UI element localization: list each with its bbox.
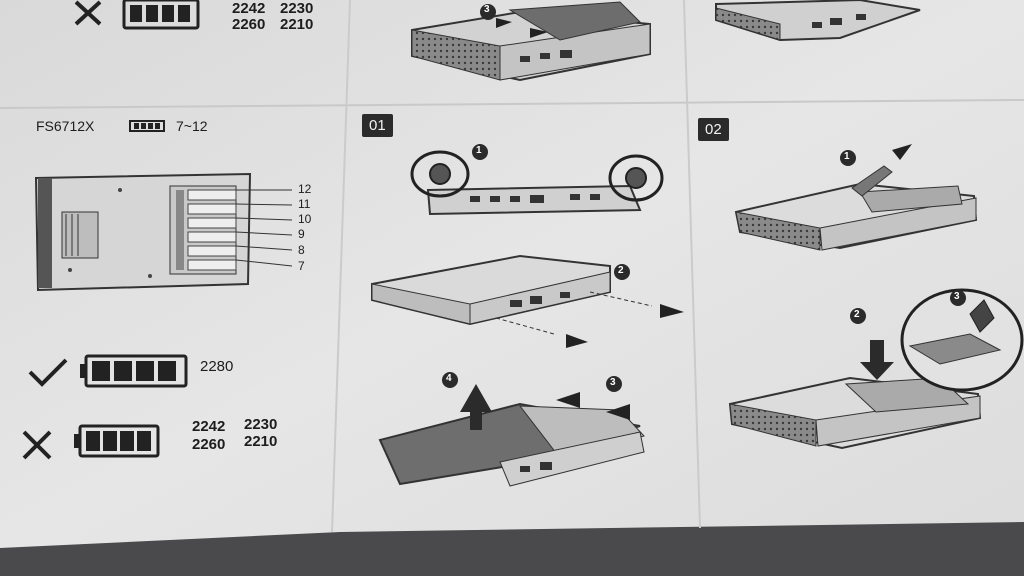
incompatible-mark-top	[74, 0, 102, 26]
top-incompatible-size: 2242	[232, 0, 266, 17]
nas-device-step01-a	[410, 144, 664, 216]
step-label-02: 02	[698, 118, 729, 141]
top-incompatible-size: 2260	[232, 16, 266, 33]
nas-device-step01-c	[378, 372, 645, 487]
bay-range: 7~12	[176, 118, 208, 134]
fold-line	[0, 99, 1024, 109]
incompatible-size: 2230	[244, 416, 278, 433]
compatible-check-icon	[28, 358, 68, 387]
ssd-icon-incompatible	[74, 424, 160, 458]
nas-device-step02-a	[734, 144, 978, 251]
slot-number: 7	[298, 259, 305, 273]
incompatible-mark	[22, 430, 52, 460]
slot-number: 9	[298, 227, 305, 241]
slot-number: 12	[298, 182, 312, 196]
callout-number: 3	[954, 291, 960, 302]
motherboard-diagram	[34, 172, 293, 292]
model-label: FS6712X	[36, 118, 95, 134]
top-incompatible-size: 2210	[280, 16, 314, 33]
top-incompatible-size: 2230	[280, 0, 314, 17]
callout-number: 2	[854, 309, 860, 320]
nas-device-top-middle	[411, 1, 651, 82]
ssd-icon-top	[122, 0, 200, 30]
callout-number: 4	[446, 373, 452, 384]
compatible-size: 2280	[200, 358, 234, 375]
callout-number: 3	[484, 4, 490, 15]
nas-device-step02-b	[728, 288, 1024, 450]
callout-number: 3	[610, 377, 616, 388]
nas-device-step01-b	[371, 254, 684, 348]
incompatible-size: 2260	[192, 436, 226, 453]
incompatible-size: 2242	[192, 418, 226, 435]
step-label-01: 01	[362, 114, 393, 137]
callout-number: 1	[476, 145, 482, 156]
ssd-small-icon	[129, 120, 165, 132]
callout-number: 1	[844, 151, 850, 162]
fold-line	[683, 0, 701, 529]
slot-number: 10	[298, 212, 312, 226]
slot-number: 8	[298, 243, 305, 257]
incompatible-size: 2210	[244, 433, 278, 450]
fold-line	[331, 0, 351, 533]
callout-number: 2	[618, 265, 624, 276]
slot-number: 11	[298, 197, 311, 211]
nas-device-top-right	[715, 0, 921, 42]
ssd-icon-compatible	[80, 354, 188, 388]
